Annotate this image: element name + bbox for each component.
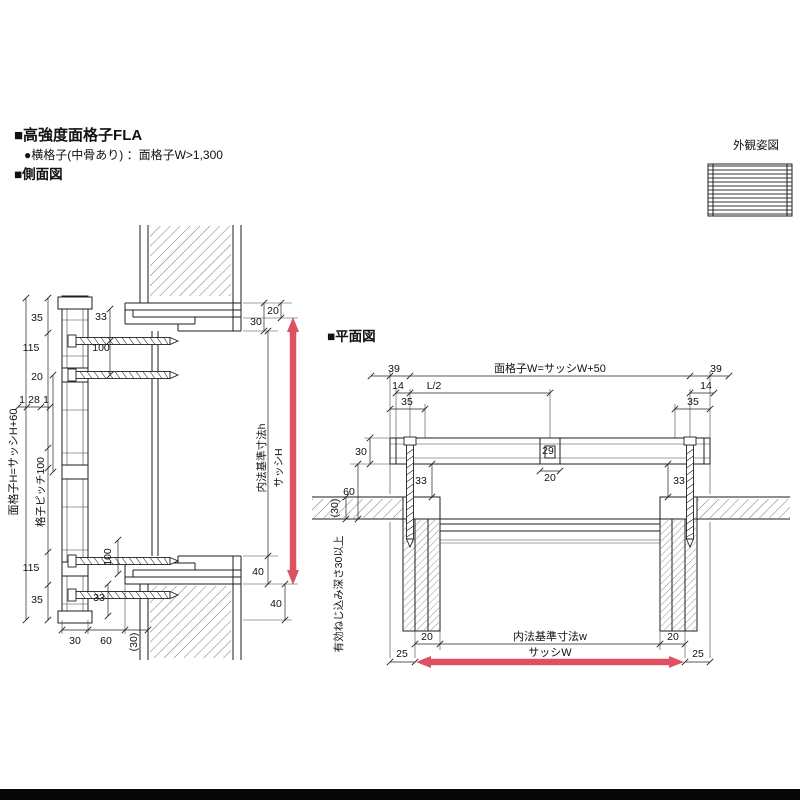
dim-label-pitch: 格子ピッチ100 [34, 457, 47, 527]
plan-view: ■平面図 [312, 329, 790, 668]
dim-label-sash-w: サッシW [528, 646, 572, 659]
sash-h-arrow-head-top [287, 317, 299, 332]
dim-label: 35 [31, 594, 43, 606]
dim-label: L/2 [427, 380, 442, 392]
header-block: ■高強度面格子FLA ●横格子(中骨あり) ：面格子W>1,300 ■側面図 外… [14, 126, 779, 182]
side-dimension-labels: 35 115 20 1 28 1 面格子H=サッシH+60 格子ピッチ100 1… [6, 305, 285, 651]
grille-bottom-cap [57, 610, 93, 624]
plan-view-label: ■平面図 [327, 329, 376, 344]
appearance-box [707, 163, 793, 217]
horizontal-bar-section [61, 464, 89, 480]
plan-dimension-labels: 39 面格子W=サッシW+50 39 14 L/2 14 35 35 30 60… [329, 361, 722, 660]
dim-label: 25 [396, 648, 408, 660]
appearance-label: 外観姿図 [733, 138, 779, 152]
page-title: ■高強度面格子FLA [14, 126, 142, 144]
jamb-left [402, 496, 441, 632]
sash-h-arrow-head-bottom [287, 570, 299, 585]
sash-w-arrow [416, 656, 684, 668]
sash-h-arrow [287, 317, 299, 585]
side-frame-top [124, 225, 242, 332]
dim-label: 14 [700, 380, 712, 392]
dim-label: 115 [23, 342, 40, 354]
wall-hatch-top [150, 226, 231, 296]
dim-label: 33 [415, 475, 427, 487]
dim-label-height-formula: 面格子H=サッシH+60 [6, 409, 20, 516]
dim-label: 100 [102, 548, 114, 566]
dim-label: 39 [388, 363, 400, 375]
dim-label: 25 [692, 648, 704, 660]
center-joint [544, 445, 556, 459]
dim-label-naiho-w: 内法基準寸法w [513, 629, 587, 643]
dim-label: (30) [329, 499, 341, 518]
wall-hatch-right [697, 499, 790, 518]
dim-label: 28 [28, 394, 40, 406]
dim-label: (30) [128, 633, 140, 652]
sash-w-arrow-head-left [416, 656, 431, 668]
sash-w-arrow-head-right [669, 656, 684, 668]
dim-label: 20 [667, 631, 679, 643]
dim-label: 30 [250, 316, 262, 328]
dim-label: 40 [252, 566, 264, 578]
jamb-right [659, 496, 698, 632]
dim-label: 60 [100, 635, 112, 647]
dim-label: 20 [267, 305, 279, 317]
dim-label: 40 [270, 598, 282, 610]
dim-label: 30 [355, 446, 367, 458]
dim-label: 33 [93, 592, 105, 604]
dim-label: 20 [31, 371, 43, 383]
dim-label: 35 [31, 312, 43, 324]
dim-label: 14 [392, 380, 404, 392]
dim-label: 33 [673, 475, 685, 487]
dim-label-naiho-h: 内法基準寸法h [255, 423, 268, 492]
dim-label: 29 [542, 445, 554, 457]
appearance-thumbnail [707, 163, 793, 217]
grille-bar-body [389, 437, 711, 465]
page-subtitle: ●横格子(中骨あり) ：面格子W>1,300 [24, 147, 223, 162]
dim-label: 35 [687, 396, 699, 408]
side-view-label: ■側面図 [14, 166, 63, 182]
dim-label: 20 [421, 631, 433, 643]
wall-hatch-left [312, 499, 403, 518]
grille-top-cap [57, 296, 93, 310]
side-view: 35 115 20 1 28 1 面格子H=サッシH+60 格子ピッチ100 1… [6, 225, 299, 660]
dim-label-sash-h: サッシH [273, 448, 285, 487]
dim-label: 39 [710, 363, 722, 375]
plan-grille-bar [389, 428, 711, 465]
plan-dimensions [342, 371, 733, 666]
dim-label: 33 [95, 311, 107, 323]
dim-label: 115 [23, 562, 40, 574]
dim-label: 1 [43, 394, 49, 406]
dim-label: 100 [92, 342, 110, 354]
side-glass-lines [151, 331, 159, 556]
dim-label: 20 [544, 472, 556, 484]
bottom-bar [0, 789, 800, 800]
dim-label-width-formula: 面格子W=サッシW+50 [494, 361, 606, 375]
side-dimensions [14, 294, 298, 634]
dim-label: 30 [69, 635, 81, 647]
dim-label: 35 [401, 396, 413, 408]
dim-label: 1 [19, 394, 25, 406]
dim-label: 60 [343, 486, 355, 498]
dim-label-screw-note: 有効ねじ込み深さ30以上 [332, 536, 345, 653]
